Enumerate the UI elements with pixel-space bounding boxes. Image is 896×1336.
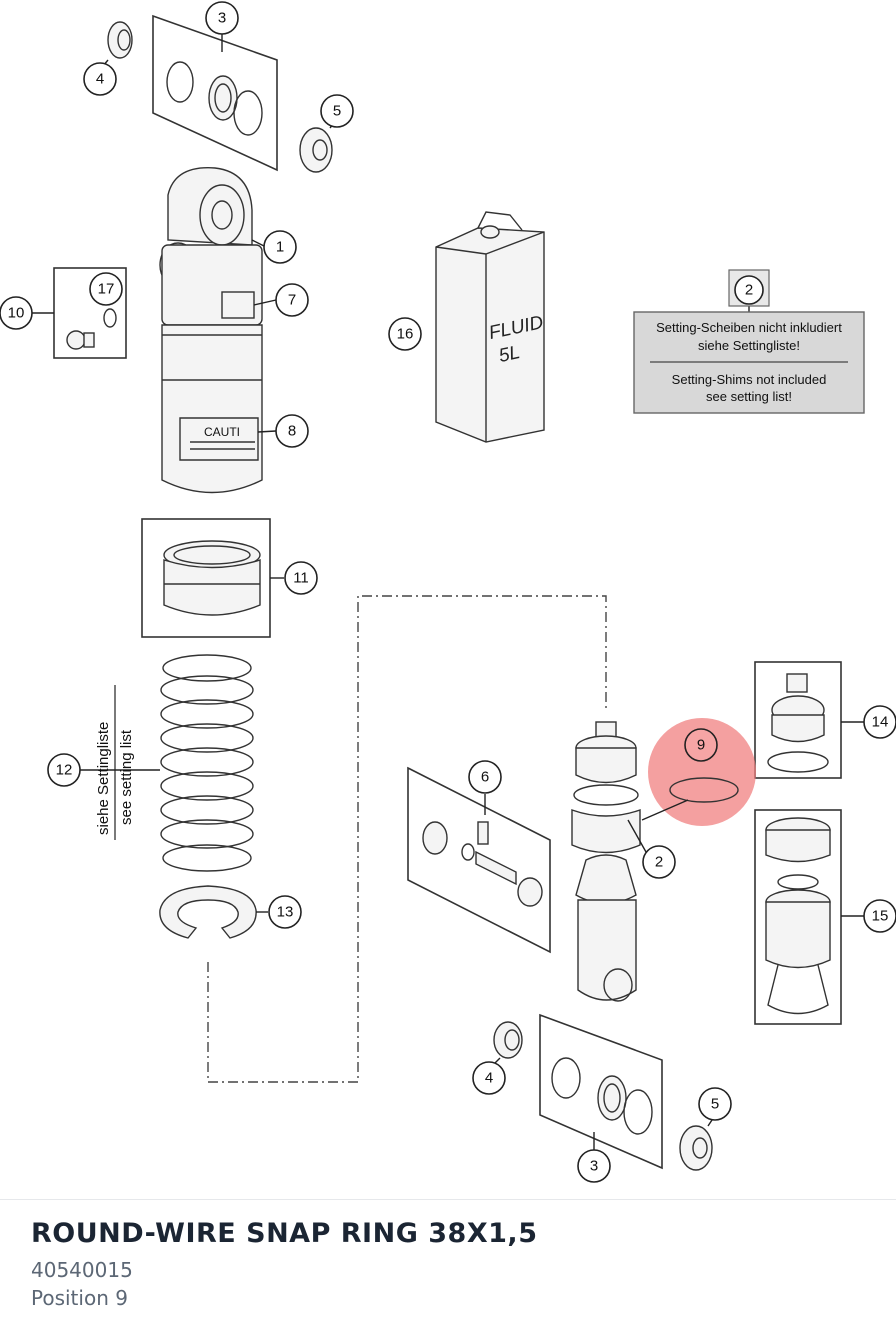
part-5-bottom-group[interactable] [679, 1119, 713, 1171]
callout-8[interactable]: 8 [275, 414, 309, 448]
setting-shims-note: Setting-Scheiben nicht inkludiert siehe … [633, 306, 865, 414]
callout-17-label: 17 [98, 281, 115, 298]
callout-13[interactable]: 13 [268, 895, 302, 929]
callout-3-top[interactable]: 3 [205, 1, 239, 35]
callout-11[interactable]: 11 [284, 561, 318, 595]
shock-caution-sticker-text: CAUTI [204, 425, 240, 439]
spring-setting-label: siehe Settingliste see setting list [95, 685, 135, 840]
part-4-top-group[interactable] [102, 21, 133, 67]
callout-8-label: 8 [288, 423, 296, 440]
callout-16[interactable]: 16 [388, 317, 422, 351]
shock-body-group[interactable]: CAUTI [159, 167, 277, 494]
spring-label-de: siehe Settingliste [95, 722, 112, 835]
part-5-top-group[interactable] [299, 121, 336, 173]
part-14-group[interactable] [754, 661, 864, 779]
callout-3-bottom-label: 3 [590, 1158, 598, 1175]
part-position: Position 9 [31, 1286, 128, 1310]
callout-7[interactable]: 7 [275, 283, 309, 317]
callout-5-bottom[interactable]: 5 [698, 1087, 732, 1121]
callout-12[interactable]: 12 [47, 753, 81, 787]
callout-2-label: 2 [655, 854, 663, 871]
callout-2-note-label: 2 [745, 282, 753, 299]
callout-15[interactable]: 15 [863, 899, 896, 933]
callout-1[interactable]: 1 [263, 230, 297, 264]
callout-9[interactable]: 9 [684, 728, 718, 762]
spring-group[interactable] [80, 654, 254, 872]
callout-7-label: 7 [288, 292, 296, 309]
fluid-can-label-2: 5L [497, 342, 522, 367]
part-3-top-group[interactable] [152, 14, 278, 172]
part-15-group[interactable] [754, 809, 864, 1025]
callout-5-bottom-label: 5 [711, 1096, 719, 1113]
callout-4-top[interactable]: 4 [83, 62, 117, 96]
callout-2[interactable]: 2 [642, 845, 676, 879]
callout-10-label: 10 [8, 305, 25, 322]
callout-3-top-label: 3 [218, 10, 226, 27]
callout-5-top[interactable]: 5 [320, 94, 354, 128]
part-9-highlight [648, 718, 756, 826]
damper-rod-assembly-group[interactable] [571, 721, 647, 1002]
callout-6-label: 6 [481, 769, 489, 786]
part-info-footer: ROUND-WIRE SNAP RING 38X1,5 40540015 Pos… [0, 1199, 896, 1336]
note-en-line-2: see setting list! [706, 389, 792, 404]
callout-4-bottom[interactable]: 4 [472, 1061, 506, 1095]
callout-14-label: 14 [872, 714, 889, 731]
part-4-bottom-group[interactable] [493, 1021, 523, 1065]
note-en-line-1: Setting-Shims not included [672, 372, 827, 387]
callout-4-top-label: 4 [96, 71, 104, 88]
callout-9-label: 9 [697, 737, 705, 754]
callout-12-label: 12 [56, 762, 73, 779]
exploded-parts-diagram: CAUTI FLUID 5L Setting-Scheiben nicht in… [0, 1, 896, 1183]
assembly-path [207, 595, 607, 1083]
callout-16-label: 16 [397, 326, 414, 343]
callout-4-bottom-label: 4 [485, 1070, 493, 1087]
part-name: ROUND-WIRE SNAP RING 38X1,5 [31, 1218, 538, 1249]
callout-1-label: 1 [276, 239, 284, 256]
callout-11-label: 11 [293, 570, 309, 587]
callout-6[interactable]: 6 [468, 760, 502, 794]
part-number: 40540015 [31, 1258, 133, 1282]
callout-14[interactable]: 14 [863, 705, 896, 739]
callout-5-top-label: 5 [333, 103, 341, 120]
callout-2-note[interactable]: 2 [728, 269, 770, 307]
part-9-snap-ring[interactable] [641, 777, 739, 821]
callout-17[interactable]: 17 [89, 272, 123, 306]
fluid-can-group[interactable]: FLUID 5L [435, 211, 545, 443]
part-10-17-group[interactable] [32, 267, 127, 359]
callout-3-bottom[interactable]: 3 [577, 1149, 611, 1183]
callout-10[interactable]: 10 [0, 296, 33, 330]
spring-label-en: see setting list [118, 729, 135, 825]
note-de-line-1: Setting-Scheiben nicht inkludiert [656, 320, 842, 335]
part-6-group[interactable] [407, 766, 551, 954]
note-de-line-2: siehe Settingliste! [698, 338, 800, 353]
part-3-bottom-group[interactable] [539, 1013, 663, 1170]
part-11-group[interactable] [141, 518, 284, 638]
callout-15-label: 15 [872, 908, 889, 925]
part-13-group[interactable] [159, 885, 268, 939]
callout-13-label: 13 [277, 904, 294, 921]
